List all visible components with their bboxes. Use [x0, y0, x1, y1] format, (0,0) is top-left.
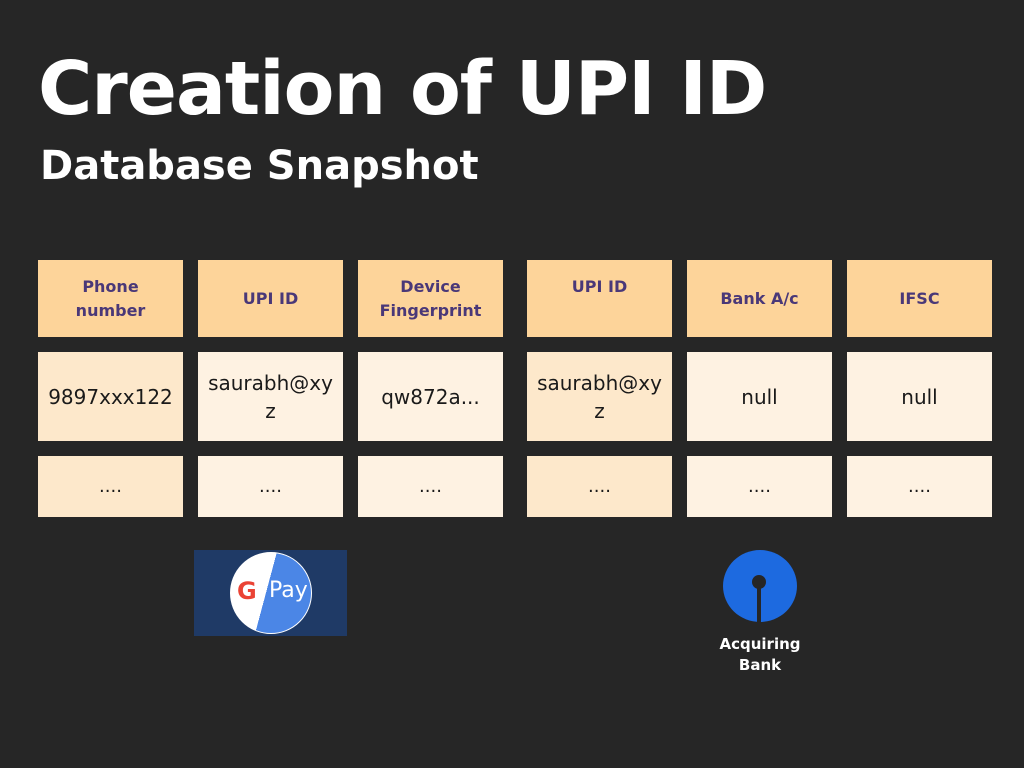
table-cell: null: [847, 352, 992, 441]
gpay-icon: G Pay: [230, 552, 312, 634]
google-pay-logo: G Pay: [194, 550, 347, 636]
page-subtitle: Database Snapshot: [40, 143, 479, 189]
header-ifsc: IFSC: [847, 260, 992, 337]
table-cell: 9897xxx122: [38, 352, 183, 441]
header-phone-number: Phone number: [38, 260, 183, 337]
acquiring-bank-label: Acquiring Bank: [719, 635, 801, 674]
table-cell: saurabh@xyz: [198, 352, 343, 441]
table-cell: ....: [687, 456, 832, 517]
table-cell: qw872a...: [358, 352, 503, 441]
bank-logo-icon: [723, 550, 797, 622]
google-g-icon: G: [237, 577, 257, 605]
table-cell: saurabh@xyz: [527, 352, 672, 441]
header-upi-id: UPI ID: [527, 260, 672, 337]
table-cell: ....: [847, 456, 992, 517]
table-cell: ....: [198, 456, 343, 517]
header-device-fingerprint: Device Fingerprint: [358, 260, 503, 337]
table-cell: ....: [38, 456, 183, 517]
table-cell: ....: [358, 456, 503, 517]
table-cell: null: [687, 352, 832, 441]
table-cell: ....: [527, 456, 672, 517]
header-bank-account: Bank A/c: [687, 260, 832, 337]
page-title: Creation of UPI ID: [38, 46, 767, 132]
gpay-label: Pay: [269, 578, 308, 603]
header-upi-id: UPI ID: [198, 260, 343, 337]
